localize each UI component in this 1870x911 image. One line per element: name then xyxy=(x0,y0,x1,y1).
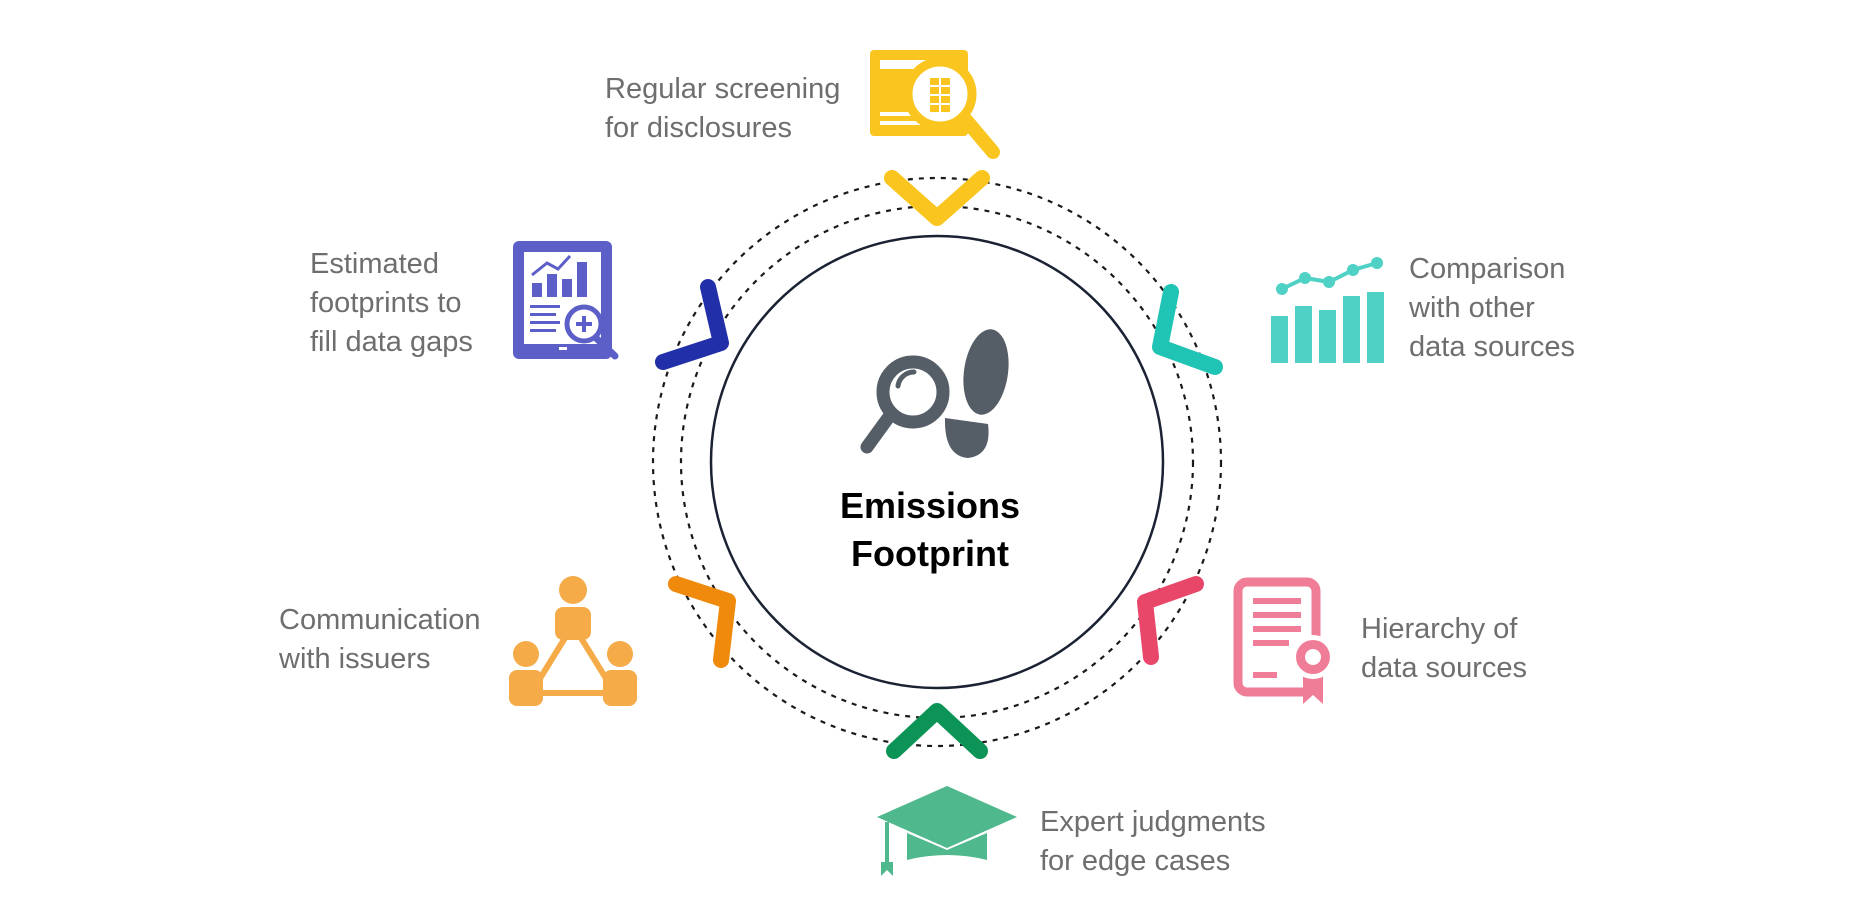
label-line: fill data gaps xyxy=(310,326,473,358)
label-expert-judgments: Expert judgments for edge cases xyxy=(1040,803,1266,881)
label-line: data sources xyxy=(1409,331,1576,363)
label-communication: Communication with issuers xyxy=(279,601,480,679)
label-line: for disclosures xyxy=(605,112,792,144)
inner-dotted-ring xyxy=(679,204,1195,720)
label-comparison: Comparison with other data sources xyxy=(1409,250,1575,367)
chevron-expert xyxy=(886,703,988,759)
label-line: for edge cases xyxy=(1040,845,1231,877)
document-search-icon xyxy=(870,50,1000,159)
label-line: Communication xyxy=(279,604,481,636)
people-network-icon xyxy=(509,576,637,706)
chevron-communication xyxy=(668,576,736,668)
label-line: with issuers xyxy=(279,643,431,675)
label-estimated-footprints: Estimated footprints to fill data gaps xyxy=(310,245,473,362)
label-line: Estimated xyxy=(310,248,439,280)
label-hierarchy: Hierarchy of data sources xyxy=(1361,610,1527,688)
certificate-icon xyxy=(1233,577,1335,704)
center-title-line1: Emissions xyxy=(839,485,1021,526)
chevron-comparison xyxy=(1152,284,1223,375)
label-line: Comparison xyxy=(1409,253,1566,285)
label-line: with other xyxy=(1409,292,1535,324)
bar-chart-icon xyxy=(1271,257,1384,363)
outer-dotted-ring xyxy=(651,176,1223,748)
center-title: Emissions Footprint xyxy=(830,482,1030,578)
label-line: Expert judgments xyxy=(1040,806,1266,838)
graduation-cap-icon xyxy=(877,786,1017,876)
chevron-hierarchy xyxy=(1137,576,1204,665)
label-line: data sources xyxy=(1361,652,1528,684)
report-analysis-icon xyxy=(513,241,619,360)
chevron-estimated xyxy=(655,279,729,370)
chevron-screening xyxy=(884,170,990,226)
center-title-line2: Footprint xyxy=(851,533,1009,574)
label-line: Regular screening xyxy=(605,73,841,105)
label-line: Hierarchy of xyxy=(1361,613,1518,645)
label-line: footprints to xyxy=(310,287,462,319)
footprint-magnifier-icon xyxy=(860,329,1009,458)
center-circle xyxy=(709,234,1165,690)
label-regular-screening: Regular screening for disclosures xyxy=(605,70,840,148)
